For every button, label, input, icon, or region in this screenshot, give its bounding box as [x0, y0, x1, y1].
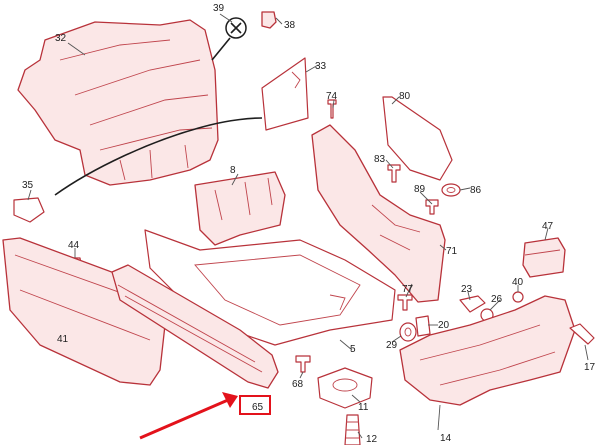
callout-20[interactable]: 20	[438, 320, 450, 331]
highlight-arrow	[139, 398, 229, 440]
part-33-insulation-pad[interactable]	[261, 57, 309, 131]
part-14-housing[interactable]	[399, 295, 576, 406]
part-80-cover-panel[interactable]	[382, 96, 453, 181]
callout-11[interactable]: 11	[358, 402, 369, 413]
cable	[54, 117, 263, 196]
part-74-screw[interactable]	[327, 99, 337, 119]
part-71-side-panel[interactable]	[311, 124, 446, 303]
callout-35[interactable]: 35	[22, 180, 34, 191]
callout-71[interactable]: 71	[446, 246, 458, 257]
callout-labels: 39 38 32 33 74 80 35 8 83 89 86 47 44 71…	[22, 3, 596, 445]
part-38-clip[interactable]	[261, 11, 277, 29]
part-32-wheelarch-liner[interactable]	[17, 19, 219, 186]
part-41-trim-panel[interactable]	[2, 237, 166, 386]
callout-39[interactable]: 39	[213, 3, 225, 14]
callout-65[interactable]: 65	[252, 402, 264, 413]
part-11-mount[interactable]	[317, 367, 373, 409]
part-68-screw[interactable]	[295, 355, 311, 373]
callout-80[interactable]: 80	[399, 91, 411, 102]
callout-33[interactable]: 33	[315, 61, 327, 72]
callout-44[interactable]: 44	[68, 240, 80, 251]
callout-23[interactable]: 23	[461, 284, 473, 295]
part-83-screw[interactable]	[387, 164, 401, 183]
callout-14[interactable]: 14	[440, 433, 452, 444]
part-29-ring[interactable]	[399, 322, 417, 342]
callout-89[interactable]: 89	[414, 184, 426, 195]
part-39-clip[interactable]	[211, 17, 247, 61]
part-40-knob[interactable]	[512, 291, 524, 303]
callout-8[interactable]: 8	[230, 165, 236, 176]
part-35-cap[interactable]	[13, 197, 45, 223]
callout-41[interactable]: 41	[57, 334, 69, 345]
part-47-block[interactable]	[522, 237, 566, 278]
part-8-bracket[interactable]	[194, 171, 286, 246]
callout-77[interactable]: 77	[402, 284, 414, 295]
callout-83[interactable]: 83	[374, 154, 386, 165]
callout-47[interactable]: 47	[542, 221, 554, 232]
callout-74[interactable]: 74	[326, 91, 338, 102]
arrow-head-icon	[222, 392, 238, 408]
highlight-box	[239, 395, 271, 415]
callout-26[interactable]: 26	[491, 294, 503, 305]
part-86-grommet[interactable]	[441, 183, 461, 197]
callout-38[interactable]: 38	[284, 20, 296, 31]
part-23-clip[interactable]	[459, 295, 486, 313]
callout-68[interactable]: 68	[292, 379, 304, 390]
highlight-part-65	[139, 392, 271, 440]
callout-29[interactable]: 29	[386, 340, 398, 351]
callout-32[interactable]: 32	[55, 33, 67, 44]
leader-lines	[27, 13, 589, 439]
part-20-clip[interactable]	[415, 315, 431, 337]
callout-40[interactable]: 40	[512, 277, 524, 288]
callout-5[interactable]: 5	[350, 344, 356, 355]
part-77-rivet[interactable]	[397, 294, 413, 311]
callout-17[interactable]: 17	[584, 362, 596, 373]
part-89-screw[interactable]	[425, 199, 439, 215]
callout-86[interactable]: 86	[470, 185, 482, 196]
callout-12[interactable]: 12	[366, 434, 378, 445]
part-17-rod[interactable]	[569, 323, 595, 345]
part-12-coil[interactable]	[344, 414, 361, 445]
part-65-rail[interactable]	[111, 264, 279, 389]
